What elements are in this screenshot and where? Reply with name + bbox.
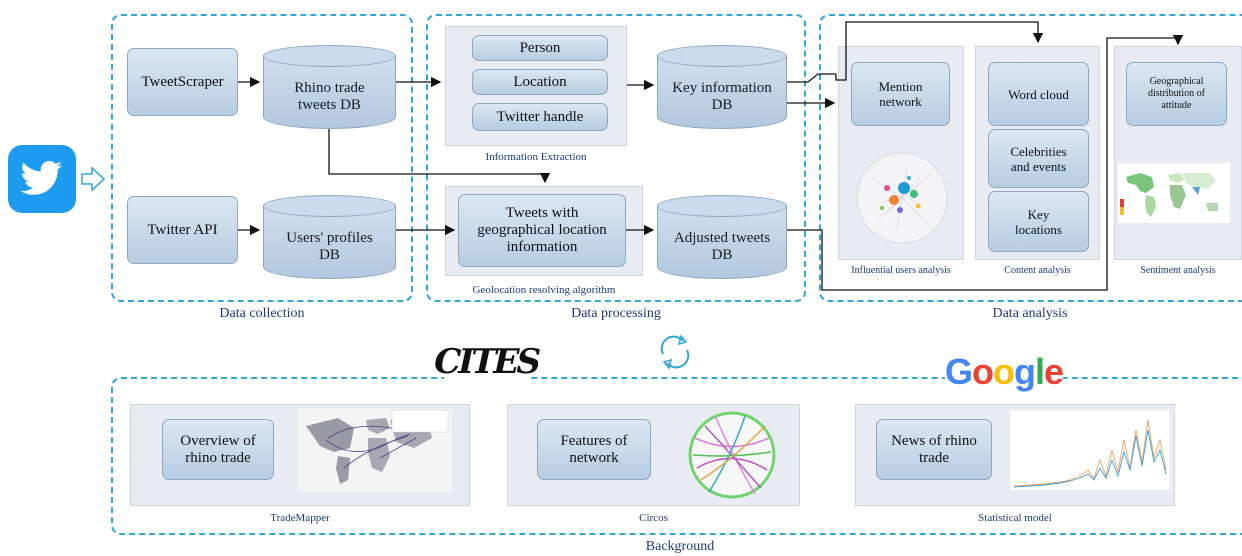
news-box: News of rhino trade bbox=[876, 419, 992, 480]
trademapper-caption: TradeMapper bbox=[270, 512, 330, 524]
data-collection-section bbox=[111, 14, 413, 302]
statistical-caption: Statistical model bbox=[978, 512, 1052, 524]
adjusted-tweets-db-label: Adjusted tweets DB bbox=[673, 230, 771, 263]
google-logo-text: Google bbox=[944, 351, 1064, 392]
key-information-db: Key information DB bbox=[657, 45, 787, 129]
rhino-tweets-db: Rhino trade tweets DB bbox=[263, 45, 396, 129]
arrow-right-outline-icon bbox=[80, 166, 106, 197]
time-series-image bbox=[1009, 409, 1171, 495]
twitter-api-box: Twitter API bbox=[127, 196, 238, 264]
background-section bbox=[111, 377, 1242, 535]
tweets-geo-box: Tweets with geographical location inform… bbox=[458, 194, 626, 267]
mention-network-box: Mention network bbox=[851, 62, 950, 126]
world-map-image bbox=[1118, 163, 1230, 228]
rhino-tweets-db-label: Rhino trade tweets DB bbox=[294, 80, 365, 113]
google-logo: Google bbox=[944, 350, 1064, 394]
sentiment-caption: Sentiment analysis bbox=[1140, 265, 1216, 276]
influential-caption: Influential users analysis bbox=[851, 265, 951, 276]
content-caption: Content analysis bbox=[1004, 265, 1071, 276]
refresh-cycle-icon bbox=[655, 332, 695, 377]
geolocation-caption: Geolocation resolving algorithm bbox=[472, 284, 616, 296]
circos-image bbox=[685, 408, 779, 507]
data-processing-title: Data processing bbox=[571, 306, 661, 321]
data-processing-section bbox=[426, 14, 806, 302]
key-information-db-label: Key information DB bbox=[672, 80, 772, 113]
features-box: Features of network bbox=[537, 419, 651, 480]
data-analysis-section bbox=[819, 14, 1242, 302]
twitter-handle-box: Twitter handle bbox=[472, 103, 608, 131]
celebrities-box: Celebrities and events bbox=[988, 129, 1089, 188]
adjusted-tweets-db: Adjusted tweets DB bbox=[657, 195, 787, 279]
word-cloud-box: Word cloud bbox=[988, 62, 1089, 126]
network-graph-image bbox=[852, 148, 952, 253]
tweetscraper-box: TweetScraper bbox=[127, 48, 238, 116]
location-box: Location bbox=[472, 69, 608, 95]
data-analysis-title: Data analysis bbox=[992, 306, 1068, 321]
twitter-bird-icon bbox=[8, 145, 76, 213]
cites-logo-text: CITES bbox=[429, 342, 543, 382]
key-locations-box: Key locations bbox=[988, 191, 1089, 252]
users-profiles-db: Users' profiles DB bbox=[263, 195, 396, 279]
data-collection-title: Data collection bbox=[219, 306, 305, 321]
background-title: Background bbox=[645, 539, 715, 554]
geo-attitude-box: Geographical distribution of attitude bbox=[1126, 62, 1227, 126]
person-box: Person bbox=[472, 35, 608, 61]
trade-map-image bbox=[298, 408, 452, 497]
information-extraction-caption: Information Extraction bbox=[485, 151, 587, 163]
users-profiles-db-label: Users' profiles DB bbox=[286, 230, 373, 263]
cites-logo: CITES bbox=[430, 338, 542, 386]
circos-caption: Circos bbox=[639, 512, 668, 524]
overview-box: Overview of rhino trade bbox=[162, 419, 274, 480]
